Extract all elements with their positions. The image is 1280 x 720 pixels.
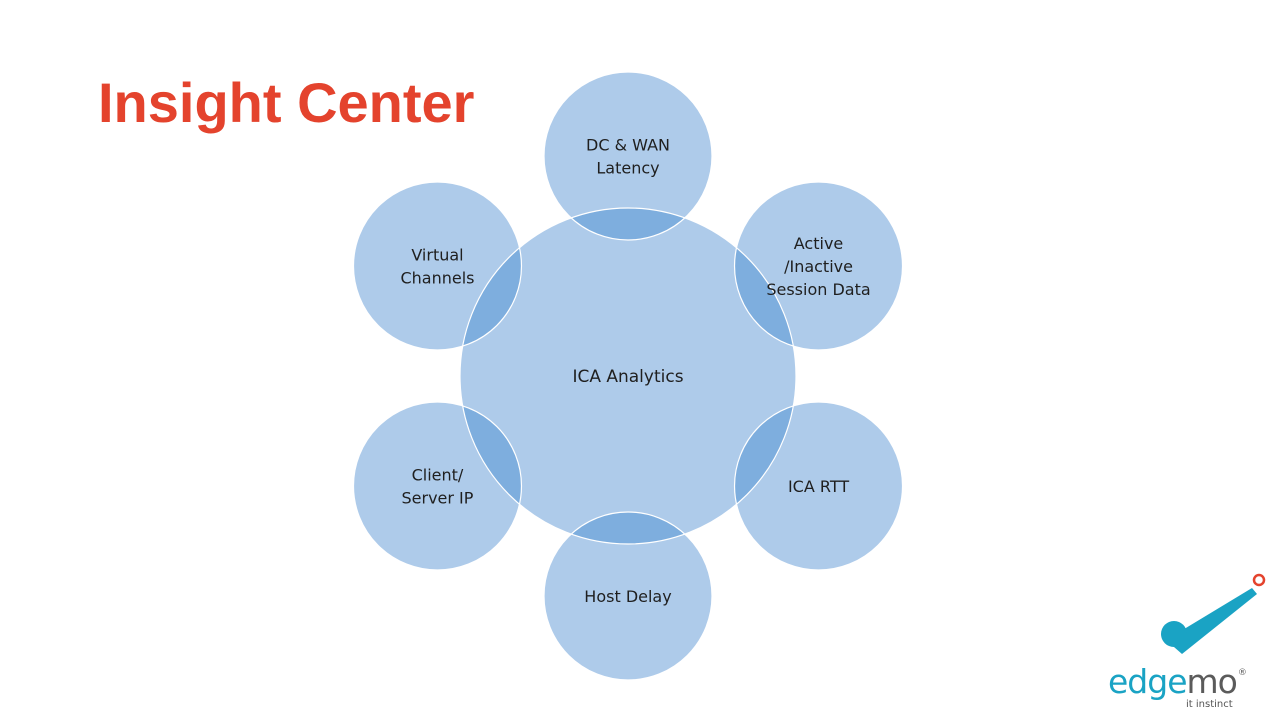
logo-ring [1252, 573, 1266, 587]
center-outline [459, 207, 797, 545]
center-label: ICA Analytics [572, 367, 683, 387]
node-circle-host-delay [544, 512, 712, 680]
logo-dot [1161, 621, 1187, 647]
center-circle [460, 208, 796, 544]
edgemo-wordmark: edgemo® [1108, 662, 1247, 701]
brand-part-edge: edge [1108, 662, 1187, 701]
slide-title: Insight Center [98, 71, 475, 134]
node-outline-active-inactive [733, 181, 904, 351]
logo-tagline: it instinct [1186, 699, 1233, 710]
node-outline-dc-wan-latency [543, 71, 713, 241]
node-outline-virtual-channels [352, 181, 523, 351]
logo-needle [1166, 588, 1257, 654]
node-outline-host-delay [543, 511, 713, 681]
node-label-client-server-ip: Client/Server IP [402, 466, 474, 508]
registered-mark: ® [1237, 668, 1247, 678]
node-label-host-delay: Host Delay [584, 587, 671, 606]
node-outline-ica-rtt [733, 401, 904, 571]
edgemo-logo-mark [1161, 573, 1266, 654]
node-outline-client-server-ip [352, 401, 523, 571]
node-label-ica-rtt: ICA RTT [788, 477, 849, 496]
node-circle-dc-wan-latency [544, 72, 712, 240]
brand-part-mo: mo [1186, 662, 1238, 701]
